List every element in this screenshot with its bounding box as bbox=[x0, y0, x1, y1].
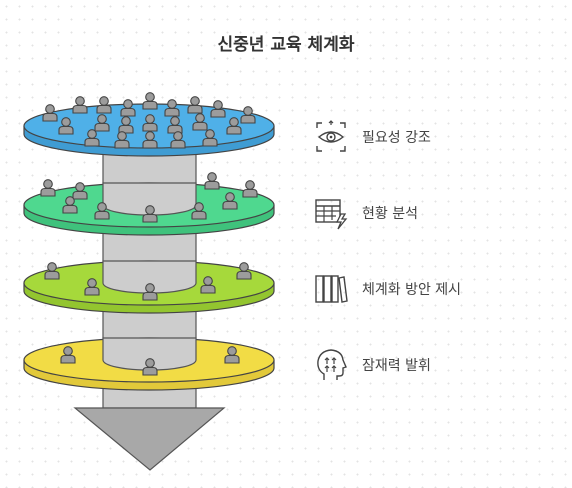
legend-item-plan: 체계화 방안 제시 bbox=[312, 269, 461, 309]
legend-item-status: 현황 분석 bbox=[312, 193, 418, 233]
head-arrows-icon bbox=[317, 349, 347, 380]
legend-label: 잠재력 발휘 bbox=[362, 358, 431, 374]
library-icon bbox=[315, 275, 348, 303]
legend-label: 체계화 방안 제시 bbox=[362, 282, 462, 298]
legend-item-potential: 잠재력 발휘 bbox=[312, 345, 431, 385]
legend-item-need: 필요성 강조 bbox=[312, 117, 431, 157]
table-icon bbox=[315, 199, 348, 230]
down-arrow bbox=[73, 407, 226, 471]
eye-icon bbox=[316, 120, 346, 152]
legend-label: 필요성 강조 bbox=[362, 130, 431, 146]
legend-label: 현황 분석 bbox=[362, 206, 418, 222]
diagram-title: 신중년 교육 체계화 bbox=[217, 35, 355, 55]
